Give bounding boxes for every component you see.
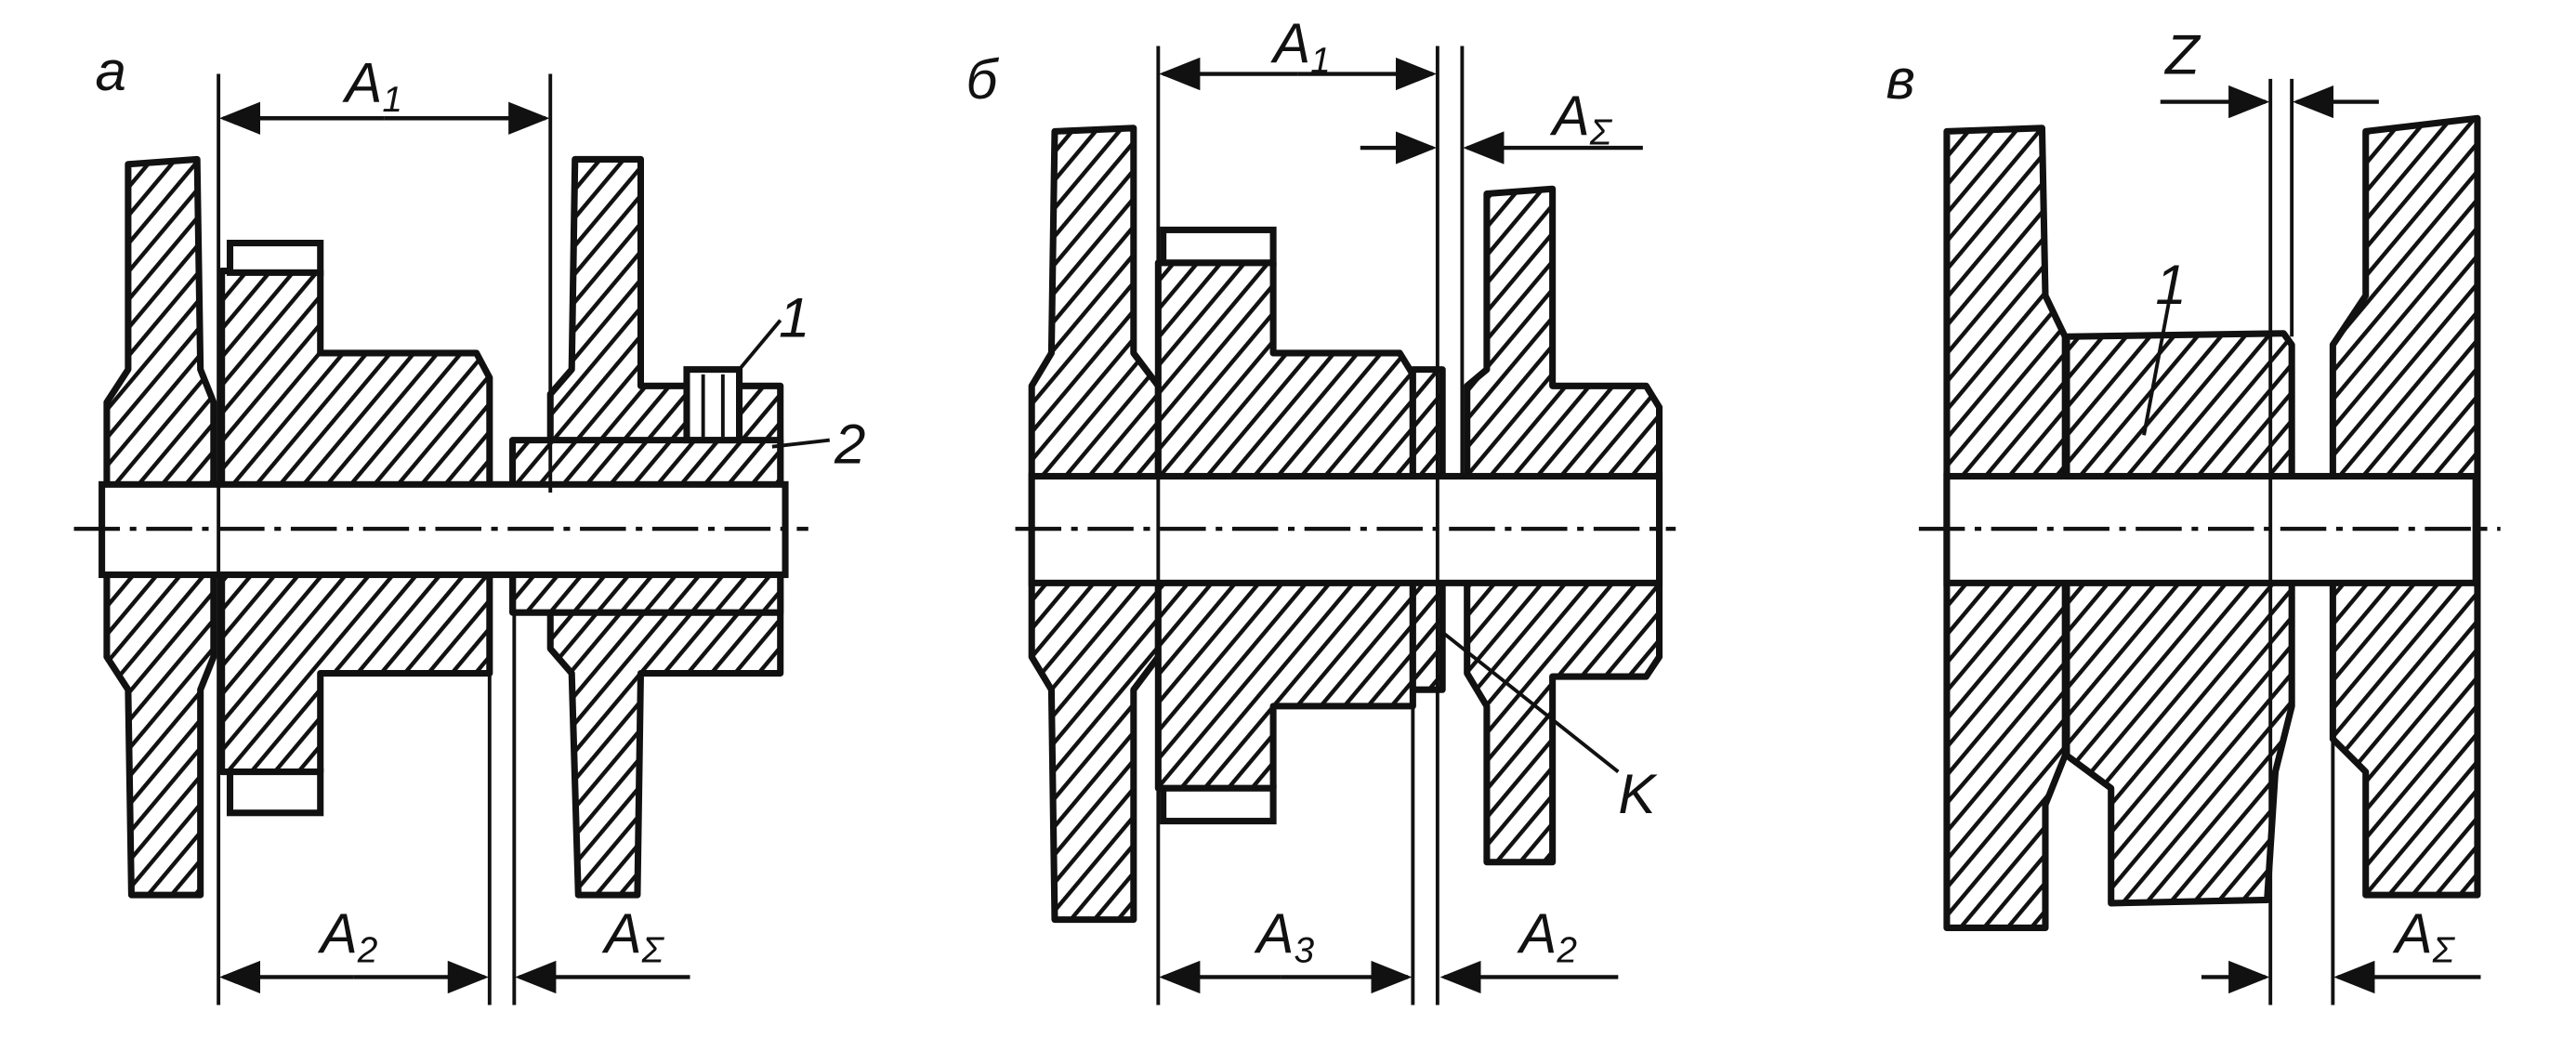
pin <box>683 366 743 444</box>
panel-title: в <box>1886 48 1915 111</box>
panel-title: а <box>96 40 126 102</box>
dim-a3: A3 <box>1254 902 1314 971</box>
gear-slot-bottom <box>1160 784 1277 825</box>
panel-title: б <box>966 48 1000 111</box>
dim-a1: A1 <box>1270 12 1331 81</box>
gear-slot-bottom <box>226 769 324 817</box>
dim-z: Z <box>2163 24 2201 86</box>
label-k: K <box>1618 763 1658 825</box>
dim-a1: A1 <box>342 52 402 121</box>
panel-c: в Z 1 AΣ <box>1886 24 2501 1005</box>
part-label-2: 2 <box>834 413 865 475</box>
dim-a2: A2 <box>318 902 378 971</box>
gear-slot-top <box>226 240 324 276</box>
part-label-1: 1 <box>2155 254 2186 316</box>
panel-b: б A1 AΣ A3 A2 K <box>966 12 1676 1005</box>
part-1 <box>2063 330 2295 907</box>
dim-asum: AΣ <box>1550 85 1613 153</box>
gear-slot-top <box>1160 226 1277 267</box>
dim-a2: A2 <box>1517 902 1577 971</box>
panel-a: а A1 A2 AΣ 1 2 <box>73 40 865 1005</box>
dim-asum: AΣ <box>602 902 665 971</box>
part-label-1: 1 <box>779 286 809 348</box>
dim-asum: AΣ <box>2393 902 2456 971</box>
